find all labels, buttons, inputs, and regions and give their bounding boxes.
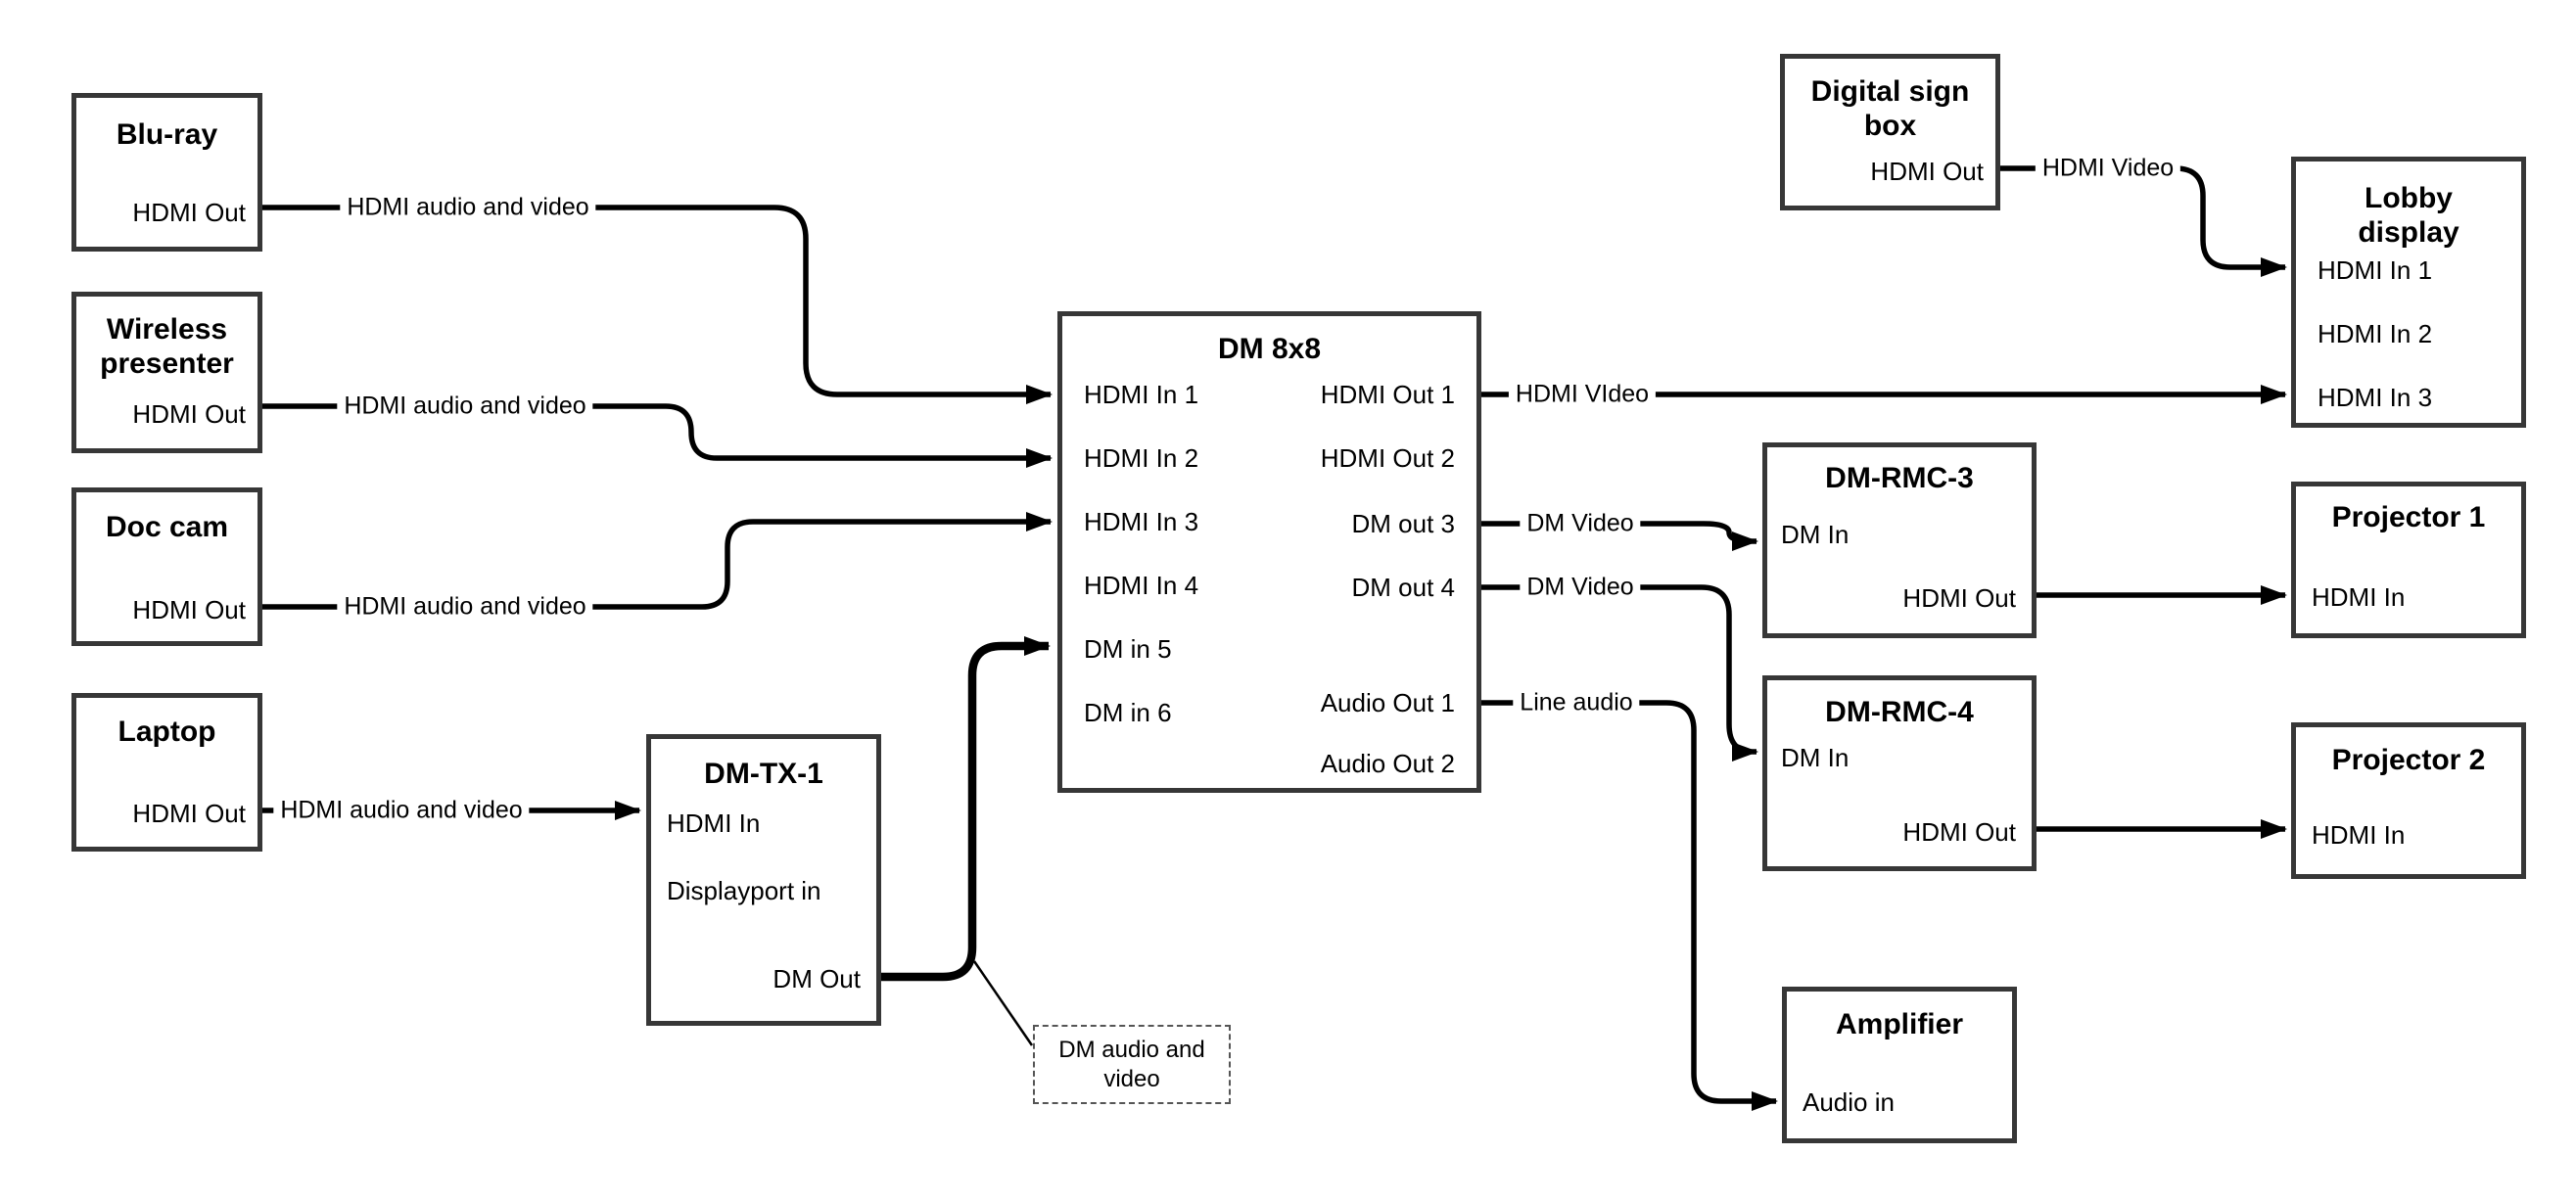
node-title: Lobby display: [2358, 182, 2459, 249]
wire-bluray-to-dm8x8-in1: [262, 205, 1053, 404]
port-signbox-hdmi-out: HDMI Out: [1870, 157, 1984, 186]
wire-label-sign-hdmi-video: HDMI Video: [2035, 153, 2181, 184]
port-dm8x8-dm-in-5: DM in 5: [1084, 634, 1172, 664]
port-dmtx1-displayport-in: Displayport in: [667, 876, 821, 905]
wire-label-dm-video-out4: DM Video: [1520, 572, 1641, 603]
node-title: Laptop: [117, 716, 216, 748]
wire-label-doccam: HDMI audio and video: [337, 591, 593, 623]
wire-wireless-to-dm8x8-in2: [262, 403, 1053, 468]
wire-dm8x8-out4-to-rmc4: [1481, 584, 1758, 762]
node-title: Digital sign box: [1810, 75, 1970, 142]
node-title: DM-TX-1: [704, 758, 823, 790]
node-bluray: Blu-ray HDMI Out: [71, 93, 262, 252]
wire-label-hdmi-video-out1: HDMI VIdeo: [1508, 379, 1657, 410]
port-dmtx1-dm-out: DM Out: [773, 964, 861, 993]
port-bluray-hdmi-out: HDMI Out: [132, 198, 246, 227]
node-dm-tx-1: DM-TX-1 HDMI In Displayport in DM Out: [646, 734, 881, 1026]
port-dm8x8-dm-in-6: DM in 6: [1084, 698, 1172, 727]
node-title: DM-RMC-3: [1825, 462, 1974, 494]
port-rmc3-dm-in: DM In: [1781, 520, 1850, 549]
wire-doccam-to-dm8x8-in3: [262, 512, 1053, 610]
node-amplifier: Amplifier Audio in: [1782, 987, 2017, 1143]
node-lobby-display: Lobby display HDMI In 1 HDMI In 2 HDMI I…: [2291, 157, 2526, 428]
node-projector-2: Projector 2 HDMI In: [2291, 722, 2526, 879]
wire-label-wireless: HDMI audio and video: [337, 391, 593, 422]
wire-dm8x8-audio1-to-amplifier: [1481, 700, 1778, 1111]
note-callout-line: [972, 960, 1034, 1046]
port-dm8x8-hdmi-in-2: HDMI In 2: [1084, 443, 1199, 473]
wire-signbox-to-lobby-in1: [2000, 165, 2287, 277]
node-digital-sign-box: Digital sign box HDMI Out: [1780, 54, 2000, 210]
port-rmc4-hdmi-out: HDMI Out: [1902, 817, 2016, 847]
port-lobby-hdmi-in-1: HDMI In 1: [2318, 255, 2433, 285]
port-doccam-hdmi-out: HDMI Out: [132, 595, 246, 624]
port-dm8x8-audio-out-1: Audio Out 1: [1320, 688, 1455, 717]
node-title: DM 8x8: [1217, 333, 1322, 365]
port-proj2-hdmi-in: HDMI In: [2312, 820, 2406, 850]
node-title: Doc cam: [105, 511, 229, 543]
port-proj1-hdmi-in: HDMI In: [2312, 582, 2406, 612]
port-dm8x8-hdmi-in-1: HDMI In 1: [1084, 380, 1199, 409]
port-dm8x8-dm-out-4: DM out 4: [1351, 573, 1456, 602]
node-title: Blu-ray: [116, 118, 218, 151]
node-projector-1: Projector 1 HDMI In: [2291, 482, 2526, 638]
wire-label-line-audio: Line audio: [1513, 687, 1640, 718]
port-wireless-hdmi-out: HDMI Out: [132, 399, 246, 429]
node-title: DM-RMC-4: [1825, 696, 1974, 728]
node-dm-8x8: DM 8x8 HDMI In 1 HDMI In 2 HDMI In 3 HDM…: [1057, 311, 1481, 793]
annotation-note: DM audio and video: [1033, 1025, 1231, 1104]
wire-dmtx1-to-dm8x8-in5: [879, 636, 1051, 982]
port-amplifier-audio-in: Audio in: [1803, 1087, 1895, 1117]
port-dm8x8-hdmi-out-1: HDMI Out 1: [1320, 380, 1455, 409]
port-rmc4-dm-in: DM In: [1781, 743, 1850, 772]
port-dm8x8-hdmi-in-3: HDMI In 3: [1084, 507, 1199, 536]
wire-label-bluray: HDMI audio and video: [340, 192, 596, 223]
port-laptop-hdmi-out: HDMI Out: [132, 799, 246, 828]
node-dm-rmc-3: DM-RMC-3 DM In HDMI Out: [1762, 442, 2037, 638]
port-dm8x8-hdmi-out-2: HDMI Out 2: [1320, 443, 1455, 473]
port-lobby-hdmi-in-2: HDMI In 2: [2318, 319, 2433, 348]
port-lobby-hdmi-in-3: HDMI In 3: [2318, 383, 2433, 412]
node-title: Projector 2: [2331, 744, 2486, 776]
node-doc-cam: Doc cam HDMI Out: [71, 487, 262, 646]
node-title: Wireless presenter: [100, 313, 234, 380]
port-dm8x8-audio-out-2: Audio Out 2: [1320, 749, 1455, 778]
node-dm-rmc-4: DM-RMC-4 DM In HDMI Out: [1762, 675, 2037, 871]
node-wireless-presenter: Wireless presenter HDMI Out: [71, 292, 262, 453]
port-dm8x8-hdmi-in-4: HDMI In 4: [1084, 571, 1199, 600]
node-title: Projector 1: [2331, 501, 2486, 533]
wire-label-laptop: HDMI audio and video: [273, 795, 530, 826]
port-rmc3-hdmi-out: HDMI Out: [1902, 583, 2016, 613]
node-laptop: Laptop HDMI Out: [71, 693, 262, 852]
port-dmtx1-hdmi-in: HDMI In: [667, 808, 761, 838]
wire-label-dm-video-out3: DM Video: [1520, 508, 1641, 539]
node-title: Amplifier: [1835, 1008, 1964, 1040]
port-dm8x8-dm-out-3: DM out 3: [1351, 509, 1456, 538]
wire-dm8x8-out3-to-rmc3: [1481, 521, 1758, 551]
